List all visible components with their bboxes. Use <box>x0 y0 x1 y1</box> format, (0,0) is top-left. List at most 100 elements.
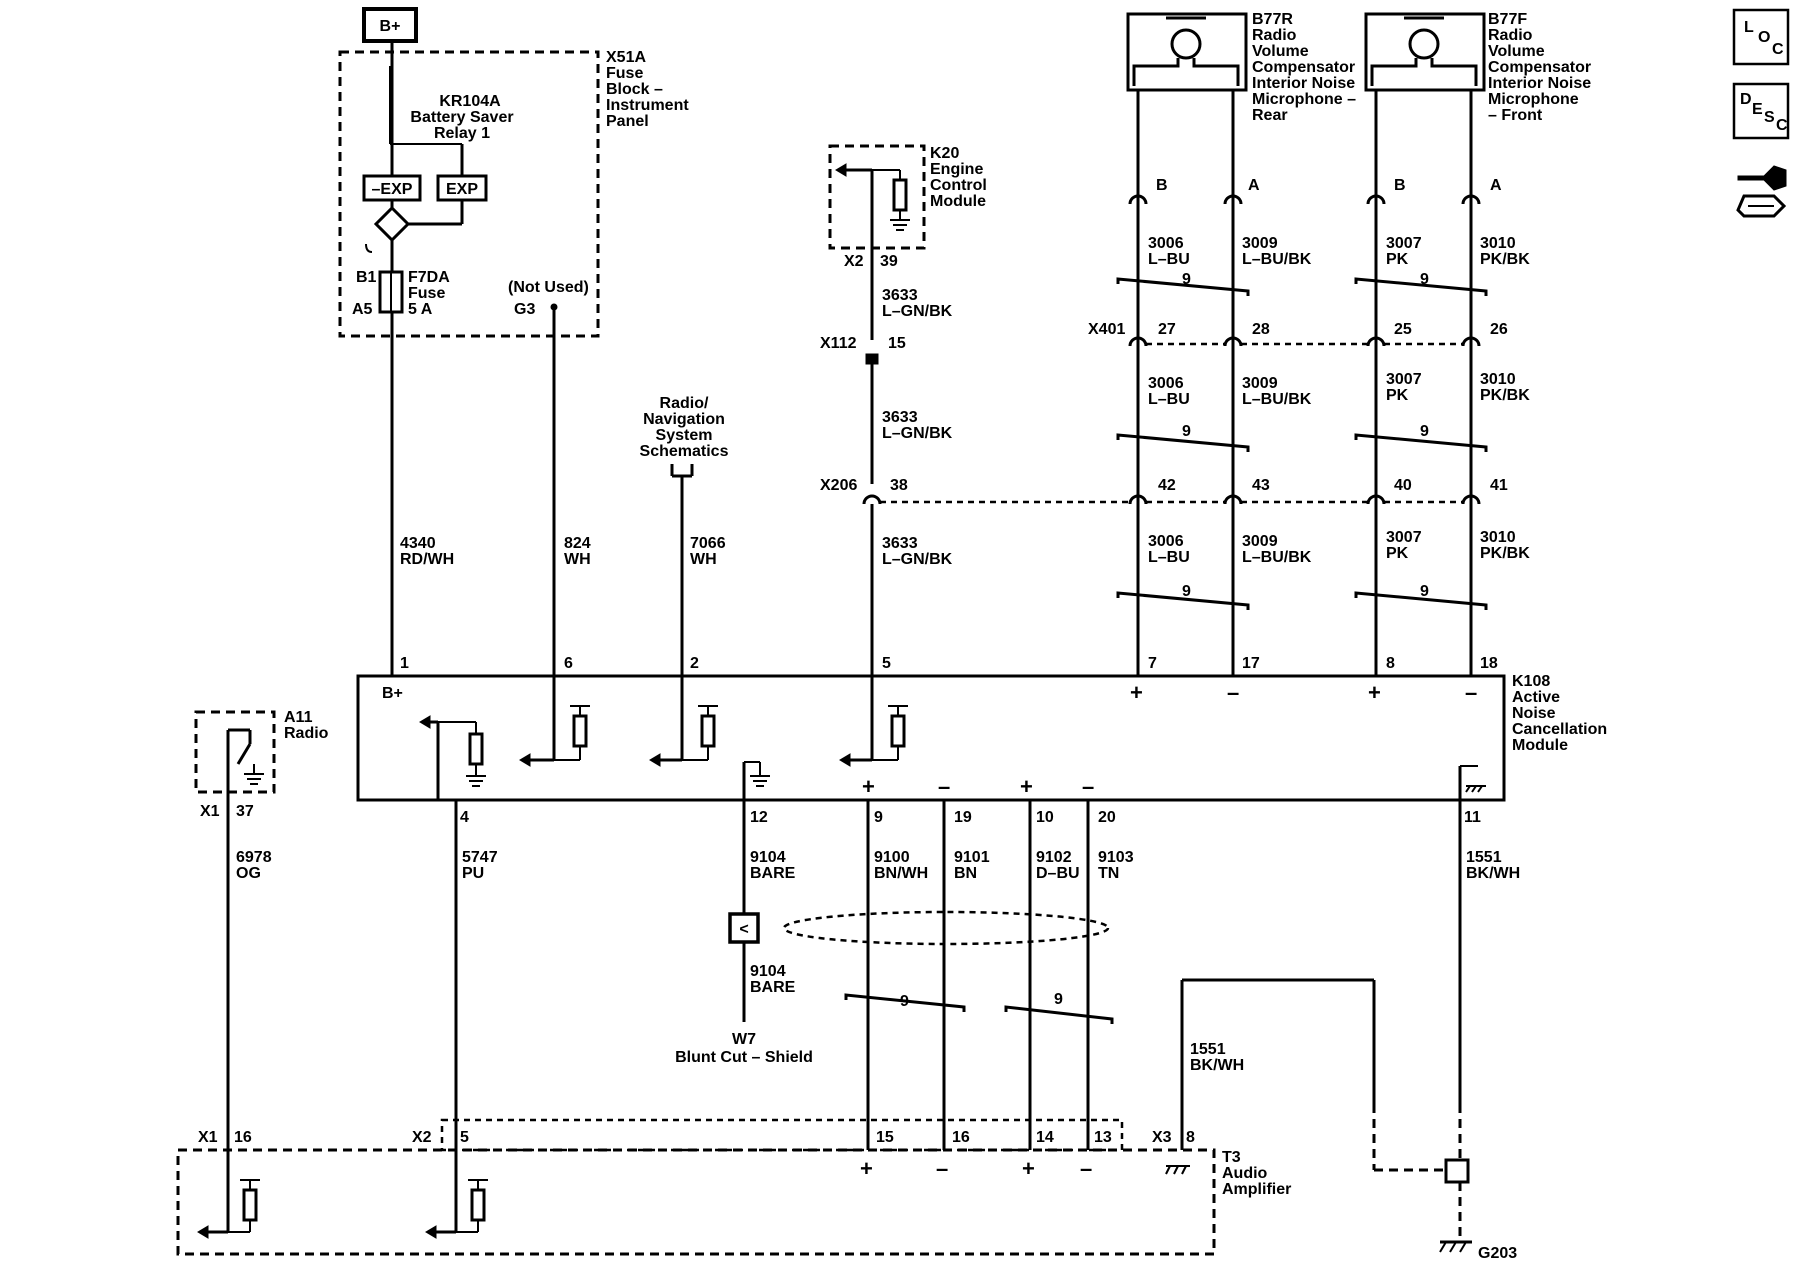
desc-icon[interactable]: D E S C <box>1732 82 1790 140</box>
svg-text:X401: X401 <box>1088 321 1125 338</box>
svg-text:L–BU: L–BU <box>1148 549 1190 566</box>
svg-text:B: B <box>1156 177 1168 194</box>
svg-text:Module: Module <box>1512 737 1568 754</box>
anc-name: K108 Active Noise Cancellation Module <box>1512 673 1607 754</box>
connector-x401: X401 27 28 25 26 <box>1088 321 1508 346</box>
shield-splice-icon: < <box>739 921 748 938</box>
svg-text:3007: 3007 <box>1386 235 1422 252</box>
exp-right-label: EXP <box>446 181 478 198</box>
svg-text:PK: PK <box>1386 545 1409 562</box>
svg-text:3633: 3633 <box>882 287 918 304</box>
bottom-wire-labels: 6978 OG 5747 PU 9104 BARE 9100 BN/WH 910… <box>236 849 1520 882</box>
svg-text:O: O <box>1758 29 1770 46</box>
svg-text:11: 11 <box>1464 809 1481 826</box>
svg-text:+: + <box>860 1156 873 1181</box>
svg-text:5: 5 <box>460 1129 469 1146</box>
svg-text:Microphone –: Microphone – <box>1252 91 1356 108</box>
exp-left-box <box>362 174 422 202</box>
svg-text:X51A: X51A <box>606 49 646 66</box>
svg-text:3009: 3009 <box>1242 533 1278 550</box>
svg-text:Volume: Volume <box>1252 43 1309 60</box>
svg-text:K108: K108 <box>1512 673 1550 690</box>
microphone-b77r: B77R Radio Volume Compensator Interior N… <box>1126 11 1356 124</box>
svg-text:W7: W7 <box>732 1031 756 1048</box>
svg-text:Engine: Engine <box>930 161 983 178</box>
mic-wire-labels-1: 3006 L–BU 3009 L–BU/BK 3007 PK 3010 PK/B… <box>1148 235 1530 268</box>
mic-rear-name: B77R Radio Volume Compensator Interior N… <box>1252 11 1356 124</box>
svg-text:6: 6 <box>564 655 573 672</box>
anc-top-wires: 4340 RD/WH 824 WH 7066 WH 3633 L–GN/BK <box>390 307 953 676</box>
svg-text:–: – <box>938 774 950 799</box>
svg-text:1551: 1551 <box>1466 849 1502 866</box>
relay-diode-icon <box>373 205 411 243</box>
svg-text:–: – <box>1080 1156 1092 1181</box>
svg-text:+: + <box>862 774 875 799</box>
svg-text:Interior Noise: Interior Noise <box>1488 75 1591 92</box>
mic-wires <box>1136 90 1473 676</box>
svg-text:3010: 3010 <box>1480 235 1516 252</box>
svg-text:–: – <box>1465 680 1477 705</box>
svg-text:L–GN/BK: L–GN/BK <box>882 551 953 568</box>
ground-label: G203 <box>1478 1245 1517 1262</box>
svg-text:RD/WH: RD/WH <box>400 551 454 568</box>
svg-text:A: A <box>1248 177 1260 194</box>
svg-text:Microphone: Microphone <box>1488 91 1579 108</box>
svg-text:5747: 5747 <box>462 849 498 866</box>
svg-text:L–BU: L–BU <box>1148 251 1190 268</box>
svg-text:28: 28 <box>1252 321 1270 338</box>
svg-text:25: 25 <box>1394 321 1412 338</box>
loc-icon[interactable]: L O C <box>1732 8 1790 66</box>
svg-text:Block –: Block – <box>606 81 663 98</box>
svg-text:1: 1 <box>400 655 409 672</box>
svg-text:WH: WH <box>690 551 717 568</box>
microphone-b77f: B77F Radio Volume Compensator Interior N… <box>1364 11 1591 124</box>
svg-text:5 A: 5 A <box>408 301 433 318</box>
svg-text:3633: 3633 <box>882 535 918 552</box>
svg-text:X2: X2 <box>412 1129 432 1146</box>
x112-label: X112 <box>820 335 857 352</box>
svg-text:2: 2 <box>690 655 699 672</box>
svg-text:BN/WH: BN/WH <box>874 865 928 882</box>
x112-pin: 15 <box>888 335 906 352</box>
svg-text:A: A <box>1490 177 1502 194</box>
svg-text:L–BU/BK: L–BU/BK <box>1242 391 1312 408</box>
svg-text:–: – <box>1227 680 1239 705</box>
svg-text:3006: 3006 <box>1148 235 1184 252</box>
svg-text:Compensator: Compensator <box>1488 59 1591 76</box>
svg-text:L–GN/BK: L–GN/BK <box>882 303 953 320</box>
fuse-block-x51a: X51A Fuse Block – Instrument Panel KR104… <box>338 41 689 338</box>
svg-text:System: System <box>656 427 713 444</box>
not-used-label: (Not Used) <box>508 279 589 296</box>
mic-pin-labels: B A B A <box>1156 177 1502 194</box>
twisted-pair-markers: 9 9 9 9 9 9 9 9 <box>844 271 1488 1024</box>
svg-text:Blunt Cut – Shield: Blunt Cut – Shield <box>675 1049 813 1066</box>
svg-text:BARE: BARE <box>750 979 796 996</box>
svg-text:8: 8 <box>1386 655 1395 672</box>
svg-text:42: 42 <box>1158 477 1176 494</box>
svg-text:6978: 6978 <box>236 849 272 866</box>
svg-text:3006: 3006 <box>1148 375 1184 392</box>
ecm-wire: 3633 L–GN/BK X112 15 3633 L–GN/BK <box>820 287 953 484</box>
svg-text:L–GN/BK: L–GN/BK <box>882 425 953 442</box>
mic-front-name: B77F Radio Volume Compensator Interior N… <box>1488 11 1591 124</box>
svg-text:Schematics: Schematics <box>640 443 729 460</box>
mic-wire-labels-3: 3006 L–BU 3009 L–BU/BK 3007 PK 3010 PK/B… <box>1148 529 1530 566</box>
svg-text:38: 38 <box>890 477 908 494</box>
connector-repair-icon[interactable] <box>1736 165 1787 218</box>
svg-text:PU: PU <box>462 865 484 882</box>
svg-text:C: C <box>1772 41 1784 58</box>
shield-drain: < 9104 BARE W7 Blunt Cut – Shield <box>675 910 1110 1066</box>
svg-text:4340: 4340 <box>400 535 436 552</box>
svg-text:8: 8 <box>1186 1129 1195 1146</box>
svg-text:9: 9 <box>1182 423 1191 440</box>
svg-text:BARE: BARE <box>750 865 796 882</box>
svg-text:9102: 9102 <box>1036 849 1072 866</box>
svg-text:16: 16 <box>952 1129 970 1146</box>
fuse-label: F7DA Fuse 5 A <box>408 269 450 318</box>
svg-text:C: C <box>1776 117 1788 134</box>
svg-text:Active: Active <box>1512 689 1560 706</box>
svg-text:L–BU: L–BU <box>1148 391 1190 408</box>
svg-text:D–BU: D–BU <box>1036 865 1080 882</box>
ecm-name: K20 Engine Control Module <box>930 145 987 210</box>
pin-g3: G3 <box>514 301 535 318</box>
